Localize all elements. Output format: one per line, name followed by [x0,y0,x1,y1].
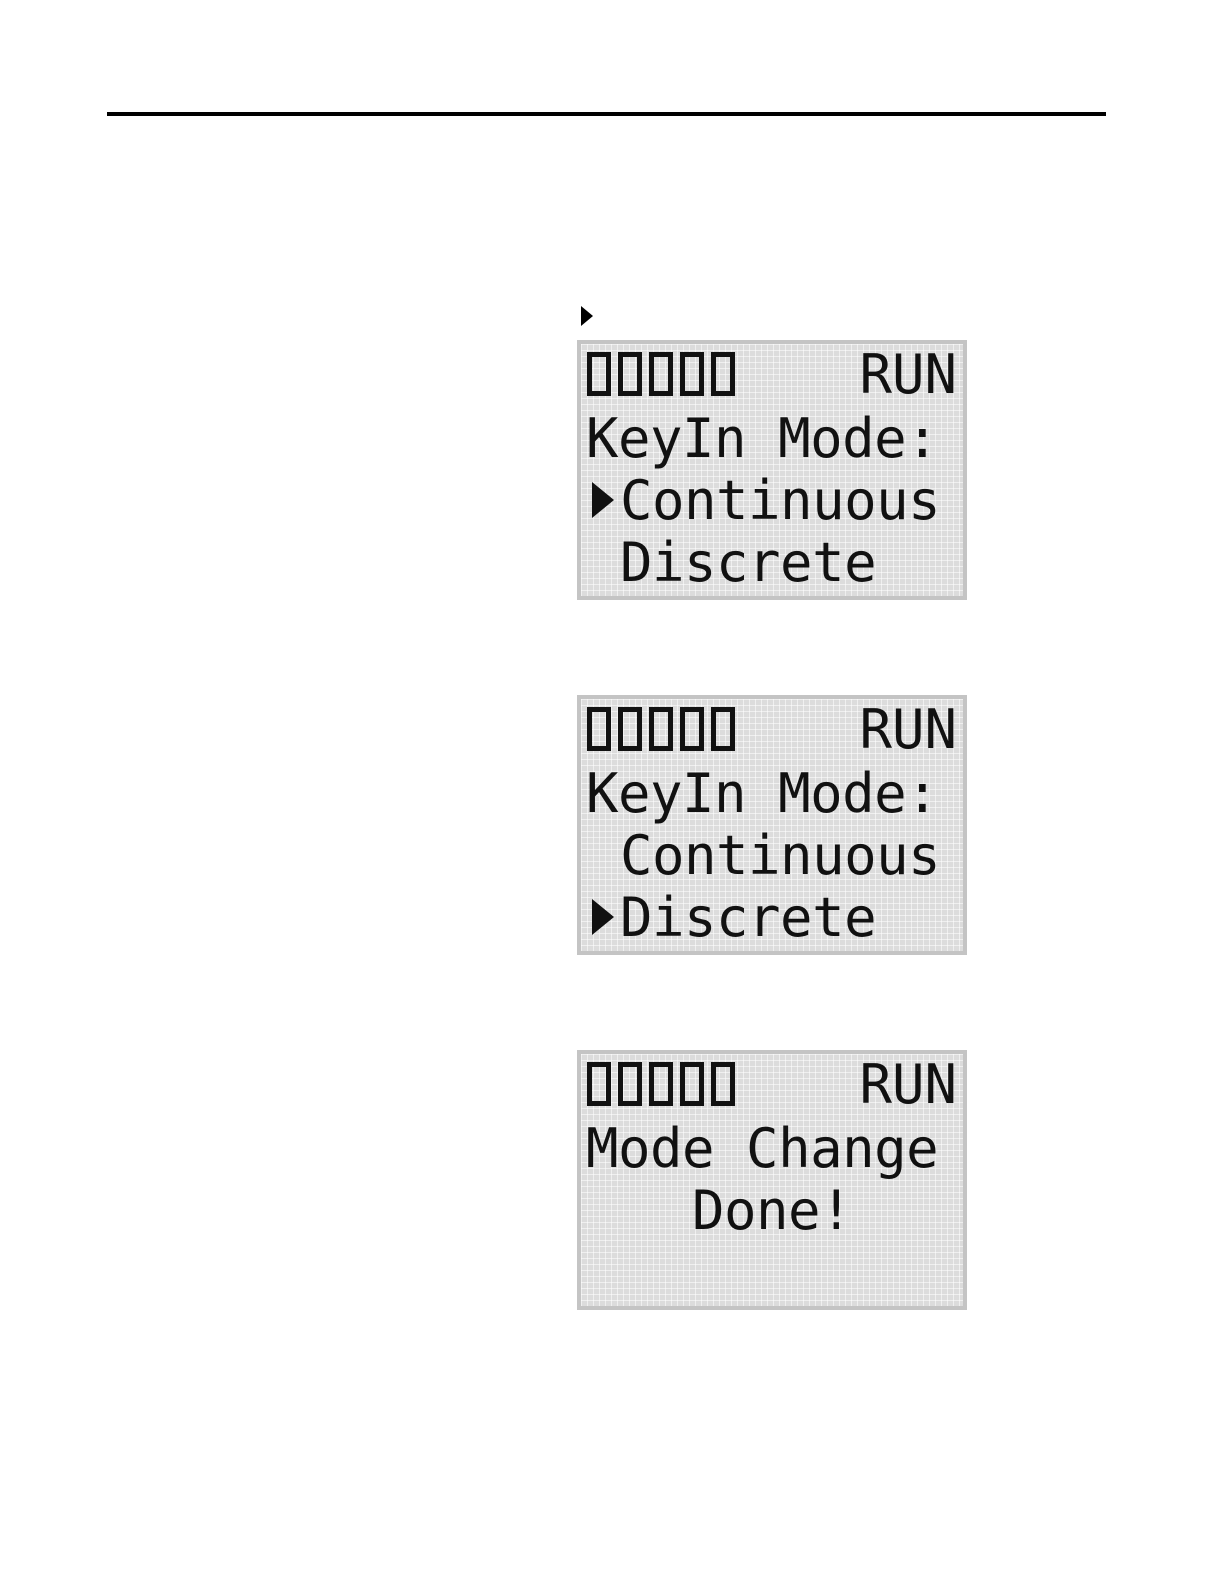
lcd-screen-1: RUN KeyIn Mode: Continuous Discrete [577,340,967,600]
status-blocks [587,352,742,400]
menu-option-continuous[interactable]: Continuous [586,472,958,530]
status-block-icon [680,1062,704,1106]
run-status: RUN [859,346,957,404]
menu-title: KeyIn Mode: [586,410,958,468]
status-block-icon [711,707,735,751]
message-line-2: Done! [586,1182,958,1240]
header-rule [107,112,1106,116]
run-status: RUN [859,1056,957,1114]
cursor-arrow-icon [592,482,614,518]
option-label: Discrete [620,886,876,949]
status-block-icon [587,1062,611,1106]
status-blocks [587,707,742,755]
status-block-icon [711,1062,735,1106]
status-block-icon [680,352,704,396]
lcd-screen-3: RUN Mode Change Done! [577,1050,967,1310]
status-block-icon [618,707,642,751]
status-block-icon [649,707,673,751]
status-block-icon [649,1062,673,1106]
menu-option-continuous[interactable]: Continuous [586,827,958,885]
message-line-1: Mode Change [586,1120,958,1178]
status-block-icon [711,352,735,396]
lcd-screen-2: RUN KeyIn Mode: Continuous Discrete [577,695,967,955]
status-block-icon [618,1062,642,1106]
option-label: Continuous [620,469,940,532]
status-blocks [587,1062,742,1110]
menu-option-discrete[interactable]: Discrete [586,534,958,592]
status-block-icon [587,707,611,751]
status-block-icon [618,352,642,396]
status-block-icon [587,352,611,396]
status-block-icon [649,352,673,396]
menu-option-discrete[interactable]: Discrete [586,889,958,947]
pointer-arrow-icon [581,306,593,326]
cursor-arrow-icon [592,899,614,935]
run-status: RUN [859,701,957,759]
option-label: Discrete [620,531,876,594]
status-block-icon [680,707,704,751]
option-label: Continuous [620,824,940,887]
menu-title: KeyIn Mode: [586,765,958,823]
